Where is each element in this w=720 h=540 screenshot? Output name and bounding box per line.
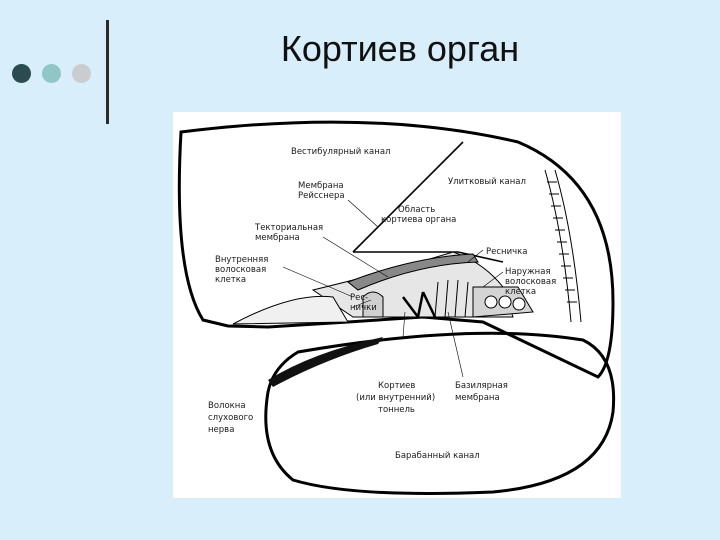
label-vestibular-canal: Вестибулярный канал (291, 147, 390, 157)
label-nerve-line1: Волокна (208, 401, 246, 411)
title-divider-line (106, 20, 109, 124)
label-nerve-line3: нерва (208, 425, 234, 435)
label-reissner-line1: Мембрана (298, 181, 344, 191)
label-tectorial-line2: мембрана (255, 233, 300, 243)
bullet-dot-dark (12, 64, 31, 83)
label-hairs-inner-line1: Рес- (350, 293, 368, 303)
label-inner-hair-line3: клетка (215, 275, 246, 285)
label-organ-area-line2: кортиева органа (381, 215, 456, 225)
label-tympanic-canal: Барабанный канал (395, 451, 480, 461)
label-inner-hair-line2: волосковая (215, 265, 266, 275)
label-basilar-line1: Базилярная (455, 381, 508, 391)
label-hairs-inner-line2: нички (350, 303, 377, 313)
label-basilar-line2: мембрана (455, 393, 500, 403)
organ-of-corti (311, 251, 534, 318)
spiral-limbus (232, 295, 349, 325)
label-tunnel-line2: (или внутренний) (356, 393, 435, 403)
label-hairs-right: Ресничка (486, 247, 527, 257)
reissner-membrane (352, 141, 464, 253)
cochlea-outer-wall (177, 120, 615, 379)
auditory-nerve-fibres (268, 337, 383, 387)
label-outer-hair-line3: клетка (505, 287, 536, 297)
leader-lines (282, 199, 504, 378)
scala-media-boundary (353, 251, 504, 263)
organ-of-corti-diagram: Вестибулярный канал Мембрана Рейсснера У… (173, 112, 621, 498)
label-outer-hair-line2: волосковая (505, 277, 556, 287)
bullet-dot-teal (42, 64, 61, 83)
label-reissner-line2: Рейсснера (298, 191, 345, 201)
label-tunnel-line3: тоннель (378, 405, 415, 415)
label-tectorial-line1: Текториальная (254, 223, 323, 233)
label-organ-area-line1: Область (398, 205, 435, 215)
diagram-svg: Вестибулярный канал Мембрана Рейсснера У… (177, 120, 616, 495)
label-tunnel-line1: Кортиев (378, 381, 415, 391)
bullet-dot-grey (72, 64, 91, 83)
label-inner-hair-line1: Внутренняя (215, 255, 268, 265)
label-cochlear-canal: Улитковый канал (448, 177, 526, 187)
slide-title: Кортиев орган (280, 28, 520, 69)
spiral-ligament-cells (544, 169, 582, 323)
label-outer-hair-line1: Наружная (505, 267, 551, 277)
label-nerve-line2: слухового (208, 413, 253, 423)
tympanic-canal-wall (264, 331, 616, 495)
